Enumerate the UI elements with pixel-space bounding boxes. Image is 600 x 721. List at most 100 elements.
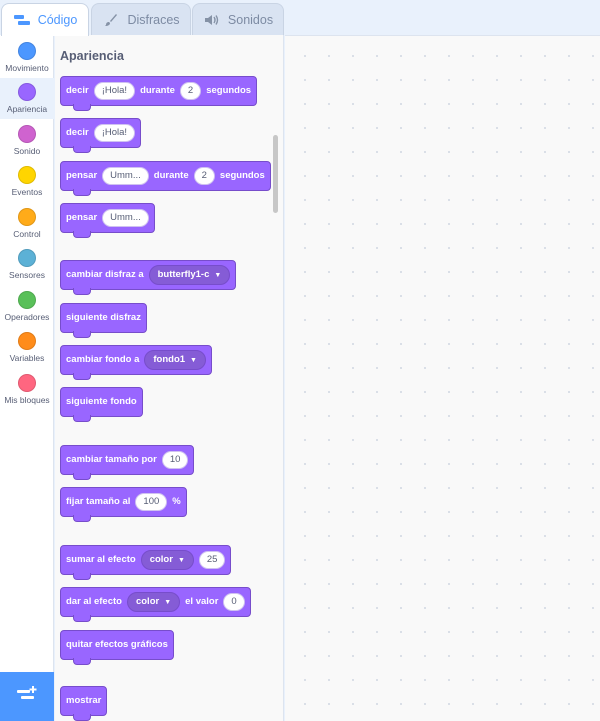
block-next-backdrop[interactable]: siguiente fondo [60, 387, 143, 422]
dropdown-value: butterfly1-c [157, 269, 210, 281]
message-input[interactable]: Umm... [102, 209, 149, 227]
category-label: Apariencia [6, 104, 48, 114]
block-set-effect[interactable]: dar al efecto color ▼ el valor 0 [60, 587, 251, 622]
block-text: segundos [219, 170, 265, 182]
effect-amount-input[interactable]: 25 [198, 551, 226, 569]
block-clear-effects[interactable]: quitar efectos gráficos [60, 630, 174, 665]
code-icon [13, 13, 31, 27]
chevron-down-icon: ▼ [190, 356, 197, 364]
tab-code[interactable]: Código [1, 3, 89, 36]
category-control[interactable]: Control [0, 203, 54, 244]
dropdown-value: fondo1 [153, 354, 186, 366]
category-my-blocks[interactable]: Mis bloques [0, 369, 54, 410]
palette-section-title: Apariencia [60, 49, 124, 63]
category-label: Movimiento [5, 63, 49, 73]
dropdown-value: color [135, 596, 160, 608]
add-extension-icon [16, 685, 38, 708]
block-text: pensar [66, 170, 98, 182]
category-motion[interactable]: Movimiento [0, 37, 54, 78]
block-text: decir [66, 85, 89, 97]
category-label: Control [13, 229, 41, 239]
block-next-costume[interactable]: siguiente disfraz [60, 303, 147, 338]
category-dot-icon [18, 291, 36, 309]
block-text: mostrar [66, 695, 102, 707]
block-text: quitar efectos gráficos [66, 639, 168, 651]
block-set-size[interactable]: fijar tamaño al 100 % [60, 487, 187, 522]
category-dot-icon [18, 125, 36, 143]
category-label: Sensores [9, 270, 45, 280]
category-label: Eventos [11, 187, 43, 197]
category-dot-icon [18, 332, 36, 350]
category-variables[interactable]: Variables [0, 327, 54, 368]
category-label: Operadores [4, 312, 50, 322]
category-operators[interactable]: Operadores [0, 286, 54, 327]
category-dot-icon [18, 208, 36, 226]
effect-value-input[interactable]: 0 [223, 593, 245, 611]
block-text: dar al efecto [66, 596, 122, 608]
brush-icon [102, 13, 120, 27]
block-think-for-secs[interactable]: pensar Umm... durante 2 segundos [60, 161, 271, 196]
block-palette: Apariencia decir ¡Hola! durante 2 segund… [55, 35, 284, 721]
block-text: % [172, 496, 181, 508]
editor-tab-bar: Código Disfraces Sonidos [0, 0, 600, 36]
message-input[interactable]: Umm... [102, 167, 149, 185]
block-switch-costume[interactable]: cambiar disfraz a butterfly1-c ▼ [60, 260, 237, 295]
category-dot-icon [18, 374, 36, 392]
block-text: durante [140, 85, 175, 97]
block-show[interactable]: mostrar [60, 686, 108, 721]
block-say[interactable]: decir ¡Hola! [60, 118, 142, 153]
block-text: el valor [185, 596, 219, 608]
tab-code-label: Código [37, 13, 78, 27]
category-dot-icon [18, 42, 36, 60]
effect-dropdown[interactable]: color ▼ [140, 550, 194, 570]
block-change-size[interactable]: cambiar tamaño por 10 [60, 445, 195, 480]
block-text: siguiente fondo [66, 396, 137, 408]
block-text: sumar al efecto [66, 554, 136, 566]
category-sound[interactable]: Sonido [0, 120, 54, 161]
seconds-input[interactable]: 2 [193, 167, 215, 185]
category-label: Variables [9, 353, 45, 363]
backdrop-dropdown[interactable]: fondo1 ▼ [144, 350, 206, 370]
add-extension-button[interactable] [0, 672, 54, 721]
costume-dropdown[interactable]: butterfly1-c ▼ [148, 265, 231, 285]
block-text: segundos [206, 85, 252, 97]
seconds-input[interactable]: 2 [179, 82, 202, 100]
category-looks[interactable]: Apariencia [0, 78, 54, 119]
size-change-input[interactable]: 10 [161, 451, 189, 469]
tab-costumes[interactable]: Disfraces [91, 3, 191, 36]
block-change-effect[interactable]: sumar al efecto color ▼ 25 [60, 545, 232, 580]
dropdown-value: color [149, 554, 173, 566]
category-menu: Movimiento Apariencia Sonido Eventos Con… [0, 35, 54, 721]
block-text: decir [66, 127, 89, 139]
message-input[interactable]: ¡Hola! [93, 124, 136, 142]
tab-sounds[interactable]: Sonidos [192, 3, 284, 36]
chevron-down-icon: ▼ [164, 598, 172, 606]
block-text: fijar tamaño al [66, 496, 131, 508]
size-input[interactable]: 100 [135, 493, 168, 511]
category-sensing[interactable]: Sensores [0, 244, 54, 285]
block-text: cambiar disfraz a [66, 269, 144, 281]
effect-dropdown[interactable]: color ▼ [126, 592, 181, 612]
block-text: cambiar fondo a [66, 354, 140, 366]
category-dot-icon [18, 166, 36, 184]
tab-costumes-label: Disfraces [127, 13, 180, 27]
category-dot-icon [18, 83, 36, 101]
category-label: Mis bloques [4, 395, 50, 405]
message-input[interactable]: ¡Hola! [93, 82, 136, 100]
category-label: Sonido [13, 146, 41, 156]
category-events[interactable]: Eventos [0, 161, 54, 202]
block-text: durante [153, 170, 189, 182]
block-say-for-secs[interactable]: decir ¡Hola! durante 2 segundos [60, 76, 258, 111]
block-text: siguiente disfraz [66, 312, 141, 324]
palette-scrollbar[interactable] [273, 135, 278, 213]
speaker-icon [203, 13, 221, 27]
tab-sounds-label: Sonidos [227, 13, 274, 27]
block-switch-backdrop[interactable]: cambiar fondo a fondo1 ▼ [60, 345, 212, 380]
category-dot-icon [18, 249, 36, 267]
block-text: cambiar tamaño por [66, 454, 157, 466]
chevron-down-icon: ▼ [177, 556, 185, 564]
block-text: pensar [66, 212, 98, 224]
block-think[interactable]: pensar Umm... [60, 203, 155, 238]
script-workspace[interactable] [285, 35, 600, 721]
chevron-down-icon: ▼ [214, 271, 222, 279]
